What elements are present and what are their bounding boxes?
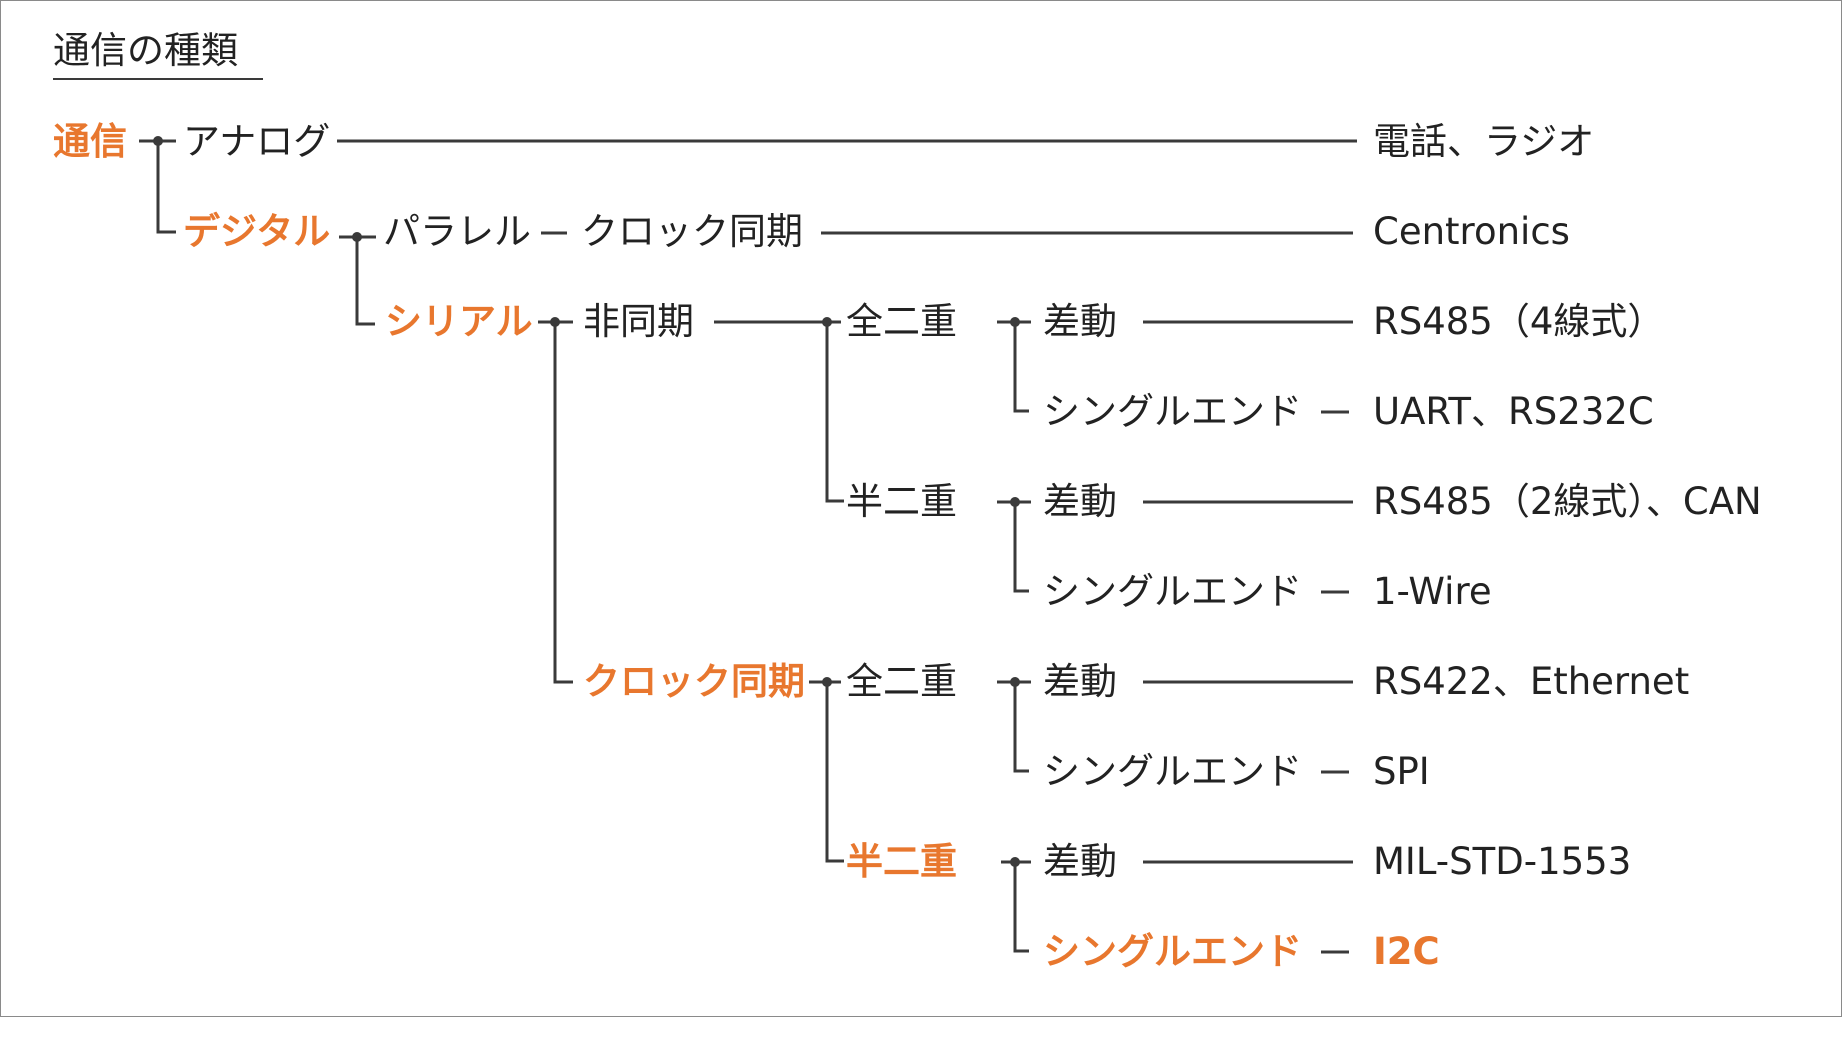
node-async-full-differential: 差動 [1043,300,1117,343]
example-spi: SPI [1373,750,1430,793]
diagram-frame: 通信の種類 通信 アナログ 電話、ラジオ デジタル パラレル クロック同期 Ce… [0,0,1842,1017]
node-communication: 通信 [53,120,127,163]
connector-clock-sync-half [825,682,844,863]
node-sync-full-duplex: 全二重 [846,660,957,703]
node-sync-half-duplex: 半二重 [846,840,957,883]
connector-async-full-single [1013,322,1029,413]
connector-serial-clock-sync [553,322,573,684]
node-digital: デジタル [183,210,330,253]
connector-async-half [825,322,844,503]
example-1-wire: 1-Wire [1373,570,1492,613]
example-rs422-ethernet: RS422、Ethernet [1373,660,1689,703]
connector-root-digital [156,141,176,234]
node-analog: アナログ [183,120,330,163]
node-async-full-single-ended: シングルエンド [1043,390,1302,433]
example-mil-std-1553: MIL-STD-1553 [1373,840,1631,883]
connector-sync-half-single [1013,862,1029,953]
node-sync-full-differential: 差動 [1043,660,1117,703]
node-async-half-differential: 差動 [1043,480,1117,523]
connector-sync-full-single [1013,682,1029,773]
connector-digital-serial [355,237,375,326]
node-async: 非同期 [583,300,694,343]
node-sync-full-single-ended: シングルエンド [1043,750,1302,793]
example-centronics: Centronics [1373,210,1570,253]
node-async-half-duplex: 半二重 [846,480,957,523]
node-serial: シリアル [385,300,533,343]
node-sync-half-single-ended: シングルエンド [1043,930,1302,973]
diagram-title: 通信の種類 [53,29,238,72]
node-async-half-single-ended: シングルエンド [1043,570,1302,613]
example-rs485-2wire-can: RS485（2線式）、CAN [1373,480,1762,523]
connector-async-half-single [1013,502,1029,593]
example-rs485-4wire: RS485（4線式） [1373,300,1664,343]
node-sync-half-differential: 差動 [1043,840,1117,883]
node-parallel: パラレル [383,210,531,253]
node-serial-clock-sync: クロック同期 [583,660,805,703]
example-analog: 電話、ラジオ [1373,120,1594,163]
communication-tree-diagram: 通信の種類 通信 アナログ 電話、ラジオ デジタル パラレル クロック同期 Ce… [53,29,1762,973]
example-uart-rs232c: UART、RS232C [1373,390,1654,433]
node-parallel-clock-sync: クロック同期 [581,210,803,253]
node-async-full-duplex: 全二重 [846,300,957,343]
example-i2c: I2C [1373,930,1440,973]
